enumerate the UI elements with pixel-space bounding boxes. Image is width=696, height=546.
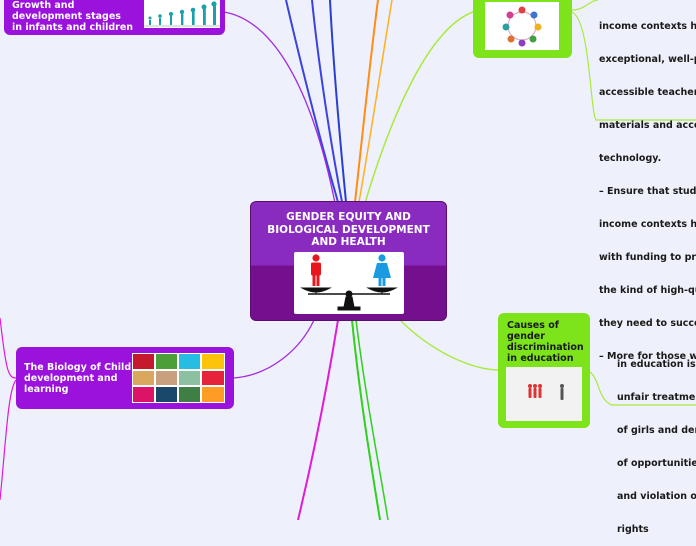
note-line: unfair treatmen (617, 392, 696, 403)
note-line: of opportunities (617, 458, 696, 469)
note-line: in education is t (617, 359, 696, 370)
central-topic-title: GENDER EQUITY AND BIOLOGICAL DEVELOPMENT… (267, 211, 430, 248)
note-line: with funding to pro (599, 252, 696, 263)
causes-node[interactable]: Causes of gender discrimination in educa… (498, 313, 590, 428)
note-line: materials and acces (599, 120, 696, 131)
mind-map-canvas (0, 0, 696, 520)
note-line: income contexts ha (599, 219, 696, 230)
note-line: – More for those wh (599, 351, 696, 362)
children-image-node[interactable] (473, 0, 572, 58)
note-line: they need to succe (599, 318, 696, 329)
gender-scale-icon (294, 252, 404, 314)
branch-line (329, 0, 347, 203)
note-line: income contexts ha (599, 21, 696, 32)
branch-line (223, 11, 336, 204)
growth-stages-icon (144, 0, 220, 28)
branch-line (589, 371, 696, 406)
top-right-note: income contexts ha exceptional, well-p a… (599, 0, 696, 373)
central-topic[interactable]: GENDER EQUITY AND BIOLOGICAL DEVELOPMENT… (250, 201, 447, 321)
branch-line (233, 319, 315, 379)
note-line: – Ensure that stude (599, 186, 696, 197)
figures-icon (506, 367, 582, 421)
branch-line (0, 379, 17, 501)
causes-label: Causes of gender discrimination in educa… (507, 320, 584, 364)
branch-line (354, 0, 379, 203)
sdg-goals-grid-icon (132, 353, 225, 403)
note-line: technology. (599, 153, 662, 164)
growth-stages-label: Growth and development stages in infants… (12, 0, 134, 33)
branch-line (355, 319, 389, 520)
branch-line (285, 0, 339, 203)
children-circle-icon (485, 2, 559, 50)
branch-line (297, 319, 339, 520)
note-line: exceptional, well-p (599, 54, 696, 65)
note-line: accessible teachers (599, 87, 696, 98)
branch-line (364, 9, 481, 204)
branch-line (311, 0, 343, 203)
branch-line (571, 0, 599, 11)
branch-line (351, 319, 381, 520)
note-line: rights (617, 524, 649, 535)
branch-line (358, 0, 393, 203)
note-line: and violation of (617, 491, 696, 502)
mid-right-note: in education is t unfair treatmen of gir… (617, 337, 696, 546)
branch-line (399, 319, 501, 371)
biology-label: The Biology of Child development and lea… (24, 362, 132, 395)
growth-stages-node[interactable]: Growth and development stages in infants… (4, 0, 225, 35)
branch-line (0, 317, 17, 379)
biology-node[interactable]: The Biology of Child development and lea… (16, 347, 234, 409)
note-line: of girls and den (617, 425, 696, 436)
note-line: the kind of high-qu (599, 285, 696, 296)
branch-line (571, 11, 696, 121)
